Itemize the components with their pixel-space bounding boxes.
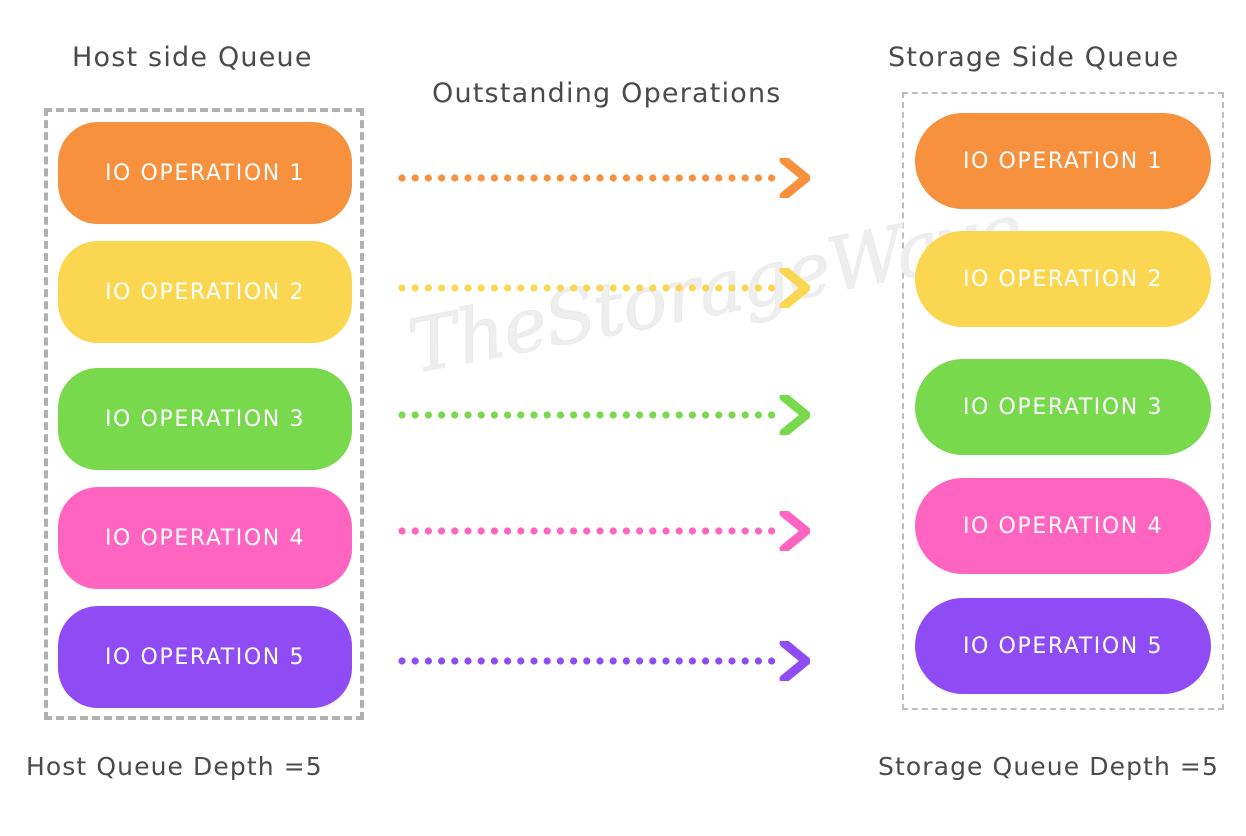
arrow-io-5-arrowhead-icon	[779, 641, 810, 681]
host-queue-depth-caption: Host Queue Depth =5	[26, 752, 323, 781]
storage-io-operation-1[interactable]: IO OPERATION 1	[915, 113, 1211, 209]
arrow-io-4-dotted-line	[398, 527, 776, 535]
storage-io-operation-2[interactable]: IO OPERATION 2	[915, 231, 1211, 327]
arrow-io-1-dotted-line	[398, 174, 776, 182]
host-io-operation-3-label: IO OPERATION 3	[104, 406, 306, 432]
host-io-operation-2-label: IO OPERATION 2	[104, 279, 306, 305]
host-io-operation-4-label: IO OPERATION 4	[104, 525, 306, 551]
arrow-io-2	[398, 268, 810, 308]
host-queue-title: Host side Queue	[72, 42, 313, 73]
storage-queue-title: Storage Side Queue	[888, 42, 1180, 73]
storage-queue-container	[902, 92, 1224, 710]
arrow-io-2-dotted-line	[398, 284, 776, 292]
arrow-io-5	[398, 641, 810, 681]
arrow-io-1	[398, 158, 810, 198]
storage-io-operation-5[interactable]: IO OPERATION 5	[915, 598, 1211, 694]
arrow-io-3	[398, 395, 810, 435]
host-queue-container	[44, 108, 364, 720]
storage-io-operation-2-label: IO OPERATION 2	[962, 266, 1164, 292]
host-io-operation-5-label: IO OPERATION 5	[104, 644, 306, 670]
storage-queue-depth-caption: Storage Queue Depth =5	[878, 752, 1219, 781]
host-io-operation-2[interactable]: IO OPERATION 2	[58, 241, 352, 343]
storage-io-operation-5-label: IO OPERATION 5	[962, 633, 1164, 659]
storage-io-operation-4-label: IO OPERATION 4	[962, 513, 1164, 539]
arrow-io-2-arrowhead-icon	[779, 268, 810, 308]
arrow-io-3-arrowhead-icon	[779, 395, 810, 435]
host-io-operation-3[interactable]: IO OPERATION 3	[58, 368, 352, 470]
arrow-io-1-arrowhead-icon	[779, 158, 810, 198]
host-io-operation-1-label: IO OPERATION 1	[104, 160, 306, 186]
host-io-operation-1[interactable]: IO OPERATION 1	[58, 122, 352, 224]
arrow-io-3-dotted-line	[398, 411, 776, 419]
arrow-io-5-dotted-line	[398, 657, 776, 665]
storage-io-operation-3[interactable]: IO OPERATION 3	[915, 359, 1211, 455]
storage-io-operation-3-label: IO OPERATION 3	[962, 394, 1164, 420]
arrow-io-4-arrowhead-icon	[779, 511, 810, 551]
storage-io-operation-1-label: IO OPERATION 1	[962, 148, 1164, 174]
host-io-operation-5[interactable]: IO OPERATION 5	[58, 606, 352, 708]
outstanding-operations-title: Outstanding Operations	[432, 78, 782, 109]
arrow-io-4	[398, 511, 810, 551]
storage-io-operation-4[interactable]: IO OPERATION 4	[915, 478, 1211, 574]
host-io-operation-4[interactable]: IO OPERATION 4	[58, 487, 352, 589]
